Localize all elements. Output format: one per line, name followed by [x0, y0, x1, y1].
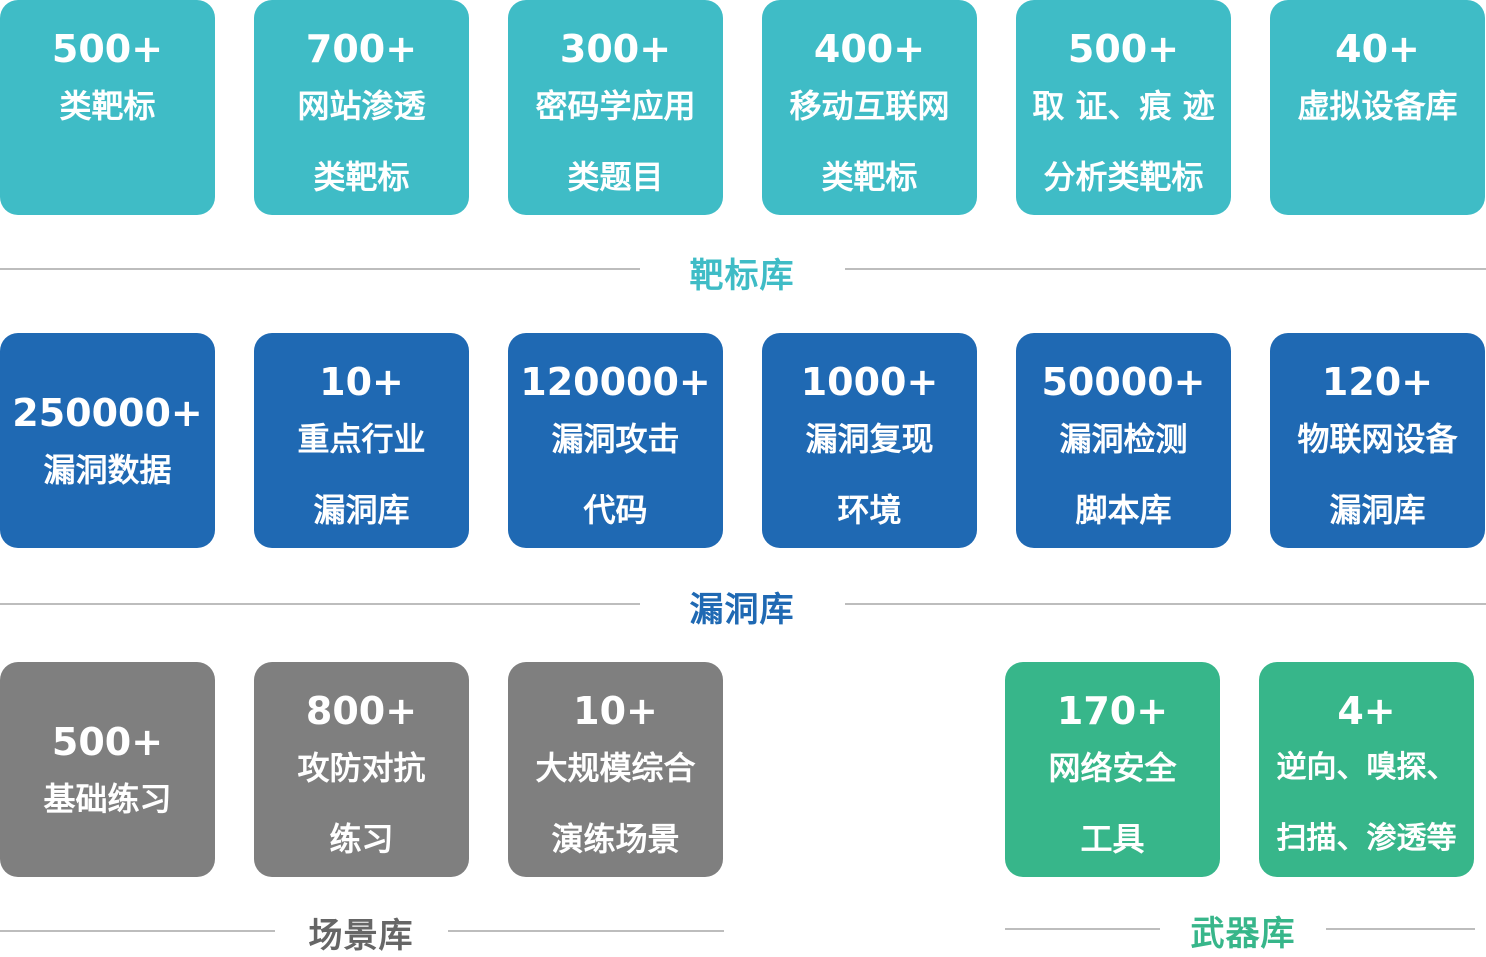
section-divider-left — [0, 603, 640, 605]
vuln-card-3: 120000+ 漏洞攻击 代码 — [508, 333, 723, 548]
card-text: 网络安全 — [1048, 749, 1177, 787]
card-number: 170+ — [1056, 689, 1169, 733]
section-label-vuln-library: 漏洞库 — [689, 590, 795, 630]
vuln-card-1: 250000+ 漏洞数据 — [0, 333, 215, 548]
card-text: 分析类靶标 — [1043, 158, 1204, 196]
card-text: 逆向、嗅探、 — [1276, 750, 1457, 785]
card-text: 环境 — [837, 491, 902, 529]
card-number: 120000+ — [520, 360, 711, 404]
card-number: 50000+ — [1041, 360, 1206, 404]
card-text: 类靶标 — [59, 87, 156, 125]
target-card-6: 40+ 虚拟设备库 — [1270, 0, 1485, 215]
card-text: 漏洞库 — [1329, 491, 1426, 529]
card-text: 密码学应用 — [535, 87, 696, 125]
card-text: 虚拟设备库 — [1297, 87, 1458, 125]
vuln-card-6: 120+ 物联网设备 漏洞库 — [1270, 333, 1485, 548]
scene-card-3: 10+ 大规模综合 演练场景 — [508, 662, 723, 877]
card-number: 300+ — [559, 27, 672, 71]
target-card-3: 300+ 密码学应用 类题目 — [508, 0, 723, 215]
card-text: 练习 — [329, 820, 394, 858]
section-divider-right — [845, 603, 1486, 605]
card-text: 重点行业 — [297, 420, 426, 458]
card-text: 漏洞检测 — [1059, 420, 1188, 458]
vuln-card-5: 50000+ 漏洞检测 脚本库 — [1016, 333, 1231, 548]
scene-card-1: 500+ 基础练习 — [0, 662, 215, 877]
target-card-5: 500+ 取 证、痕 迹 分析类靶标 — [1016, 0, 1231, 215]
section-divider-left — [0, 930, 275, 932]
card-text: 取 证、痕 迹 — [1032, 87, 1215, 125]
card-number: 250000+ — [12, 390, 203, 435]
card-number: 10+ — [573, 689, 658, 733]
card-number: 500+ — [51, 719, 164, 764]
section-label-weapon-library: 武器库 — [1190, 914, 1296, 954]
vuln-card-4: 1000+ 漏洞复现 环境 — [762, 333, 977, 548]
card-text: 扫描、渗透等 — [1276, 821, 1457, 856]
section-divider-right — [1326, 928, 1475, 930]
card-number: 700+ — [305, 27, 418, 71]
card-text: 脚本库 — [1075, 491, 1172, 529]
card-text: 代码 — [583, 491, 648, 529]
card-text: 类靶标 — [313, 158, 410, 196]
card-text: 漏洞库 — [313, 491, 410, 529]
section-divider-right — [845, 268, 1486, 270]
scene-card-2: 800+ 攻防对抗 练习 — [254, 662, 469, 877]
card-number: 4+ — [1337, 689, 1396, 733]
card-text: 攻防对抗 — [297, 749, 426, 787]
card-number: 500+ — [1067, 27, 1180, 71]
card-number: 10+ — [319, 360, 404, 404]
card-text: 工具 — [1080, 820, 1145, 858]
card-text: 大规模综合 — [535, 749, 696, 787]
weapon-card-1: 170+ 网络安全 工具 — [1005, 662, 1220, 877]
card-text: 类靶标 — [821, 158, 918, 196]
card-text: 移动互联网 — [789, 87, 950, 125]
card-text: 漏洞数据 — [43, 450, 172, 489]
card-text: 演练场景 — [551, 820, 680, 858]
card-text: 漏洞攻击 — [551, 420, 680, 458]
card-text: 基础练习 — [43, 779, 172, 818]
card-number: 800+ — [305, 689, 418, 733]
target-card-1: 500+ 类靶标 — [0, 0, 215, 215]
card-number: 40+ — [1335, 27, 1420, 71]
card-text: 物联网设备 — [1297, 420, 1458, 458]
card-number: 400+ — [813, 27, 926, 71]
card-text: 网站渗透 — [297, 87, 426, 125]
section-label-target-library: 靶标库 — [689, 256, 795, 296]
card-number: 1000+ — [800, 360, 939, 404]
target-card-2: 700+ 网站渗透 类靶标 — [254, 0, 469, 215]
weapon-card-2: 4+ 逆向、嗅探、 扫描、渗透等 — [1259, 662, 1474, 877]
card-number: 500+ — [51, 27, 164, 71]
section-divider-right — [448, 930, 724, 932]
card-number: 120+ — [1321, 360, 1434, 404]
vuln-card-2: 10+ 重点行业 漏洞库 — [254, 333, 469, 548]
card-text: 类题目 — [567, 158, 664, 196]
section-divider-left — [0, 268, 640, 270]
card-text: 漏洞复现 — [805, 420, 934, 458]
target-card-4: 400+ 移动互联网 类靶标 — [762, 0, 977, 215]
section-label-scene-library: 场景库 — [308, 916, 414, 956]
section-divider-left — [1005, 928, 1160, 930]
